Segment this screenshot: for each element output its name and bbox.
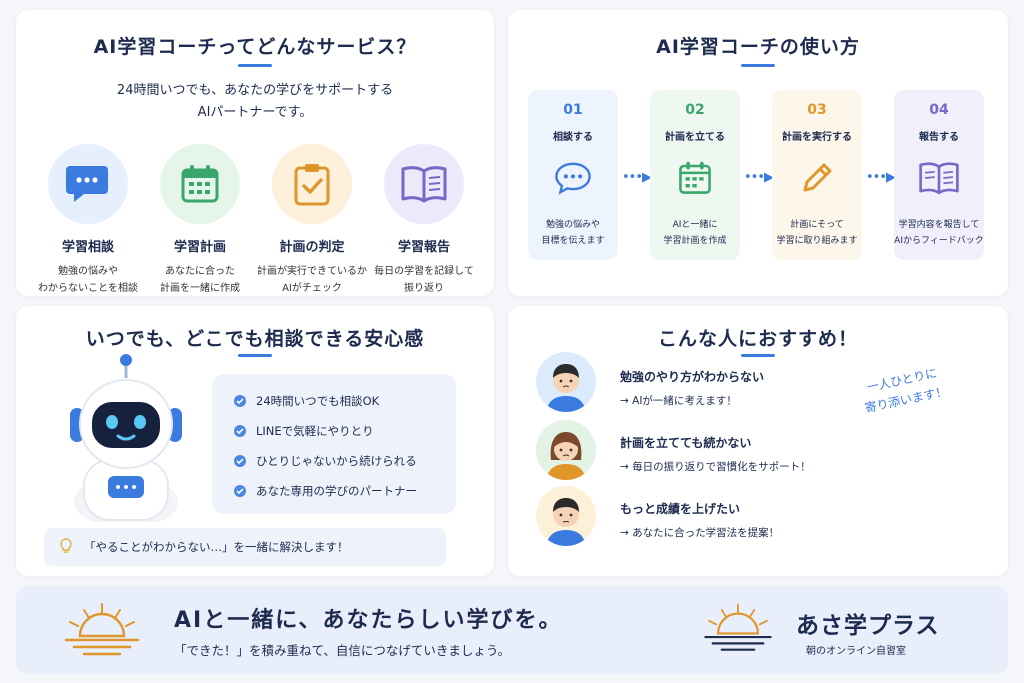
feature-desc: 毎日の学習を記録して振り返り [374, 266, 474, 294]
feature-plan: 学習計画 あなたに合った計画を一緒に作成 [144, 144, 256, 297]
chat-bubble-icon [528, 151, 618, 205]
recommend-sub-text: → AIが一緒に考えます！ [620, 395, 737, 407]
brand-tagline: 朝のオンライン自習室 [806, 646, 906, 657]
anytime-title: いつでも、どこでも相談できる安心感 [85, 328, 425, 350]
bullet-item: LINEで気軽にやりとり [234, 416, 456, 446]
title-underline [741, 64, 775, 67]
feature-title: 学習報告 [397, 240, 450, 255]
check-icon [234, 485, 246, 497]
footer-headline: AIと一緒に、あなたらしい学びを。 [174, 608, 563, 633]
step-desc: 計画にそって学習に取り組みます [776, 220, 858, 246]
pencil-icon [772, 151, 862, 205]
footer-subtext: 「できた！」を積み重ねて、自信につなげていきましょう。 [174, 643, 511, 658]
handwritten-note: 一人ひとりに 寄り添います！ [863, 365, 949, 416]
arrow-right-icon: •••▶ [866, 170, 896, 185]
open-book-icon [384, 144, 464, 224]
feature-desc: あなたに合った計画を一緒に作成 [160, 266, 240, 294]
recommend-item-3: もっと成績を上げたい → あなたに合った学習法を提案！ [620, 500, 779, 540]
recommend-title-text: もっと成績を上げたい [620, 502, 741, 516]
sunrise-icon [60, 600, 144, 664]
step-2: 02 計画を立てる AIと一緒に学習計画を作成 [650, 90, 740, 260]
brand-logo-icon [700, 600, 776, 660]
step-1: 01 相談する 勉強の悩みや目標を伝えます [528, 90, 618, 260]
open-book-icon [894, 151, 984, 205]
feature-report: 学習報告 毎日の学習を記録して振り返り [368, 144, 480, 297]
feature-consult: 学習相談 勉強の悩みやわからないことを相談 [32, 144, 144, 297]
title-underline [238, 64, 272, 67]
person-avatar-1 [536, 352, 602, 412]
check-icon [234, 455, 246, 467]
person-avatar-2 [536, 420, 602, 480]
anytime-consult-card: いつでも、どこでも相談できる安心感 24時間いつでも相談OK LINEで気軽にや… [16, 306, 494, 576]
recommend-title: こんな人におすすめ！ [657, 328, 858, 350]
recommended-for-card: こんな人におすすめ！ 勉強のやり方がわからない → AIが一緒に考えます！ 計画… [508, 306, 1008, 576]
recommend-sub-text: → 毎日の振り返りで習慣化をサポート！ [620, 461, 811, 473]
check-icon [234, 395, 246, 407]
step-title: 報告する [919, 132, 959, 143]
intro-line-1: 24時間いつでも、あなたの学びをサポートする [116, 83, 394, 98]
how-to-title: AI学習コーチの使い方 [656, 36, 860, 58]
bullet-item: あなた専用の学びのパートナー [234, 476, 456, 506]
calendar-icon [160, 144, 240, 224]
step-desc: 勉強の悩みや目標を伝えます [541, 220, 605, 246]
person-avatar-3 [536, 486, 602, 546]
recommend-item-1: 勉強のやり方がわからない → AIが一緒に考えます！ [620, 368, 764, 408]
title-underline [741, 354, 775, 357]
how-to-use-card: AI学習コーチの使い方 01 相談する 勉強の悩みや目標を伝えます •••▶ 0… [508, 10, 1008, 296]
feature-title: 学習相談 [61, 240, 114, 255]
step-title: 相談する [553, 132, 593, 143]
robot-mascot-icon [56, 352, 196, 528]
feature-bubble: 24時間いつでも相談OK LINEで気軽にやりとり ひとりじゃないから続けられる… [212, 374, 456, 514]
arrow-right-icon: •••▶ [622, 170, 652, 185]
chat-bubble-icon [48, 144, 128, 224]
check-icon [234, 425, 246, 437]
recommend-title-text: 計画を立てても続かない [620, 436, 752, 450]
recommend-item-2: 計画を立てても続かない → 毎日の振り返りで習慣化をサポート！ [620, 434, 811, 474]
clipboard-check-icon [272, 144, 352, 224]
feature-title: 学習計画 [173, 240, 226, 255]
tip-text: 「やることがわからない…」を一緒に解決します！ [84, 540, 349, 554]
tip-bar: 「やることがわからない…」を一緒に解決します！ [44, 528, 446, 566]
recommend-title-text: 勉強のやり方がわからない [620, 370, 765, 384]
step-title: 計画を実行する [782, 132, 852, 143]
recommend-sub-text: → あなたに合った学習法を提案！ [620, 527, 780, 539]
step-desc: AIと一緒に学習計画を作成 [663, 220, 727, 246]
calendar-icon [650, 151, 740, 205]
footer-banner: AIと一緒に、あなたらしい学びを。 「できた！」を積み重ねて、自信につなげていき… [16, 586, 1008, 674]
step-number: 02 [685, 102, 705, 118]
feature-title: 計画の判定 [279, 240, 345, 255]
feature-desc: 勉強の悩みやわからないことを相談 [38, 266, 138, 294]
title-underline [238, 354, 272, 357]
step-number: 04 [929, 102, 949, 118]
step-number: 01 [563, 102, 583, 118]
step-title: 計画を立てる [665, 132, 725, 143]
lightbulb-icon [58, 537, 74, 558]
service-title: AI学習コーチってどんなサービス？ [93, 36, 417, 58]
bullet-item: 24時間いつでも相談OK [234, 386, 456, 416]
bullet-item: ひとりじゃないから続けられる [234, 446, 456, 476]
arrow-right-icon: •••▶ [744, 170, 774, 185]
step-number: 03 [807, 102, 827, 118]
service-overview-card: AI学習コーチってどんなサービス？ 24時間いつでも、あなたの学びをサポートする… [16, 10, 494, 296]
service-intro: 24時間いつでも、あなたの学びをサポートする AIパートナーです。 [16, 80, 494, 124]
intro-line-2: AIパートナーです。 [197, 105, 313, 120]
step-3: 03 計画を実行する 計画にそって学習に取り組みます [772, 90, 862, 260]
brand-name: あさ学プラス [796, 613, 940, 639]
